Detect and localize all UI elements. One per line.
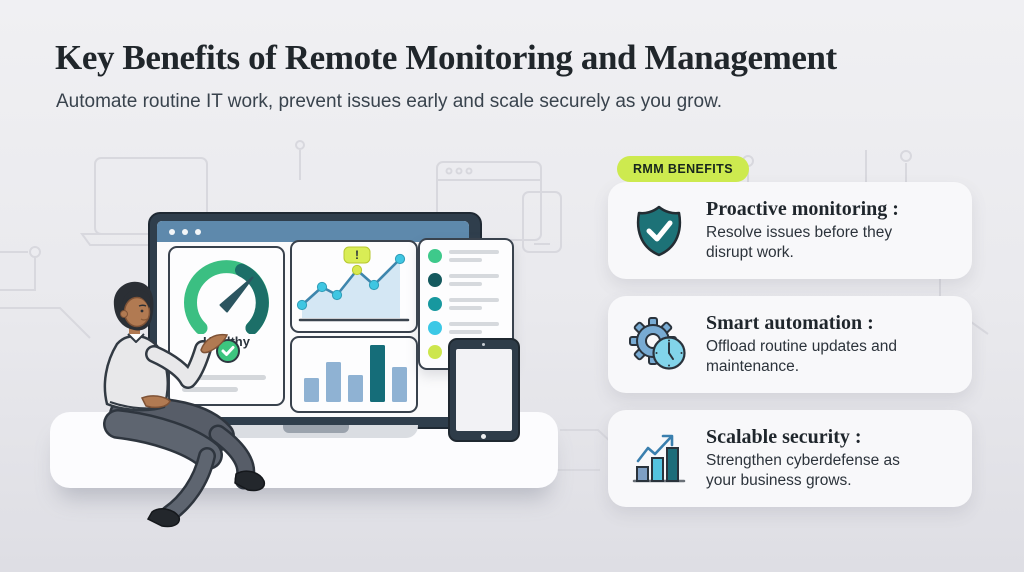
benefit-card-scalable-security: Scalable security : Strengthen cyberdefe… bbox=[608, 410, 972, 507]
status-dot-icon bbox=[428, 273, 442, 287]
hand bbox=[200, 333, 229, 354]
phone-outline-icon bbox=[522, 191, 562, 253]
hand bbox=[140, 395, 171, 409]
window-dot bbox=[195, 228, 201, 235]
face bbox=[123, 296, 151, 328]
benefit-description: Strengthen cyberdefense as your business… bbox=[706, 452, 900, 489]
monitor-window-bar bbox=[157, 221, 469, 242]
status-list-row bbox=[428, 297, 504, 311]
status-dot-icon bbox=[428, 297, 442, 311]
status-list-row bbox=[428, 249, 504, 263]
rmm-benefits-badge: RMM BENEFITS bbox=[617, 156, 749, 182]
benefit-title: Proactive monitoring : bbox=[706, 198, 899, 221]
status-dot-icon bbox=[428, 249, 442, 263]
tablet-camera-dot bbox=[482, 343, 485, 346]
window-dot bbox=[182, 228, 188, 235]
tablet-home-button bbox=[481, 434, 486, 439]
presenter-illustration bbox=[103, 281, 266, 528]
mini-bar-chart bbox=[304, 345, 407, 402]
tablet-screen bbox=[456, 349, 512, 431]
benefit-text: Proactive monitoring : Resolve issues be… bbox=[706, 198, 924, 263]
status-list-row bbox=[428, 273, 504, 287]
benefit-card-proactive-monitoring: Proactive monitoring : Resolve issues be… bbox=[608, 182, 972, 279]
svg-text:!: ! bbox=[355, 248, 359, 262]
brow bbox=[138, 304, 147, 307]
benefit-description: Resolve issues before they disrupt work. bbox=[706, 224, 893, 261]
gear-clock-icon bbox=[628, 316, 690, 373]
shield-check-icon bbox=[628, 203, 690, 259]
status-dot-icon bbox=[428, 321, 442, 335]
text-placeholder-line bbox=[182, 375, 266, 380]
eye bbox=[140, 309, 144, 313]
page-subtitle: Automate routine IT work, prevent issues… bbox=[56, 91, 723, 112]
benefit-title: Scalable security : bbox=[706, 426, 862, 449]
collar bbox=[127, 333, 145, 343]
monitor-stand bbox=[283, 425, 349, 433]
shoe bbox=[146, 508, 181, 528]
benefit-text: Scalable security : Strengthen cyberdefe… bbox=[706, 426, 924, 491]
mini-line-chart: ! bbox=[296, 246, 410, 322]
ear bbox=[120, 310, 128, 318]
text-placeholder-line bbox=[182, 387, 238, 392]
line-chart-panel: ! bbox=[290, 240, 418, 333]
shoe bbox=[234, 470, 266, 492]
benefit-text: Smart automation : Offload routine updat… bbox=[706, 312, 924, 377]
status-dot-icon bbox=[428, 345, 442, 359]
page-title: Key Benefits of Remote Monitoring and Ma… bbox=[55, 38, 837, 77]
growth-bars-icon bbox=[628, 431, 690, 487]
status-list-row bbox=[428, 321, 504, 335]
health-gauge-icon bbox=[184, 260, 269, 335]
window-dot bbox=[169, 228, 175, 235]
tablet bbox=[448, 338, 520, 442]
smile bbox=[140, 318, 148, 321]
benefit-card-smart-automation: Smart automation : Offload routine updat… bbox=[608, 296, 972, 393]
benefit-description: Offload routine updates and maintenance. bbox=[706, 338, 898, 375]
bar-chart-panel bbox=[290, 336, 418, 413]
benefit-title: Smart automation : bbox=[706, 312, 874, 335]
